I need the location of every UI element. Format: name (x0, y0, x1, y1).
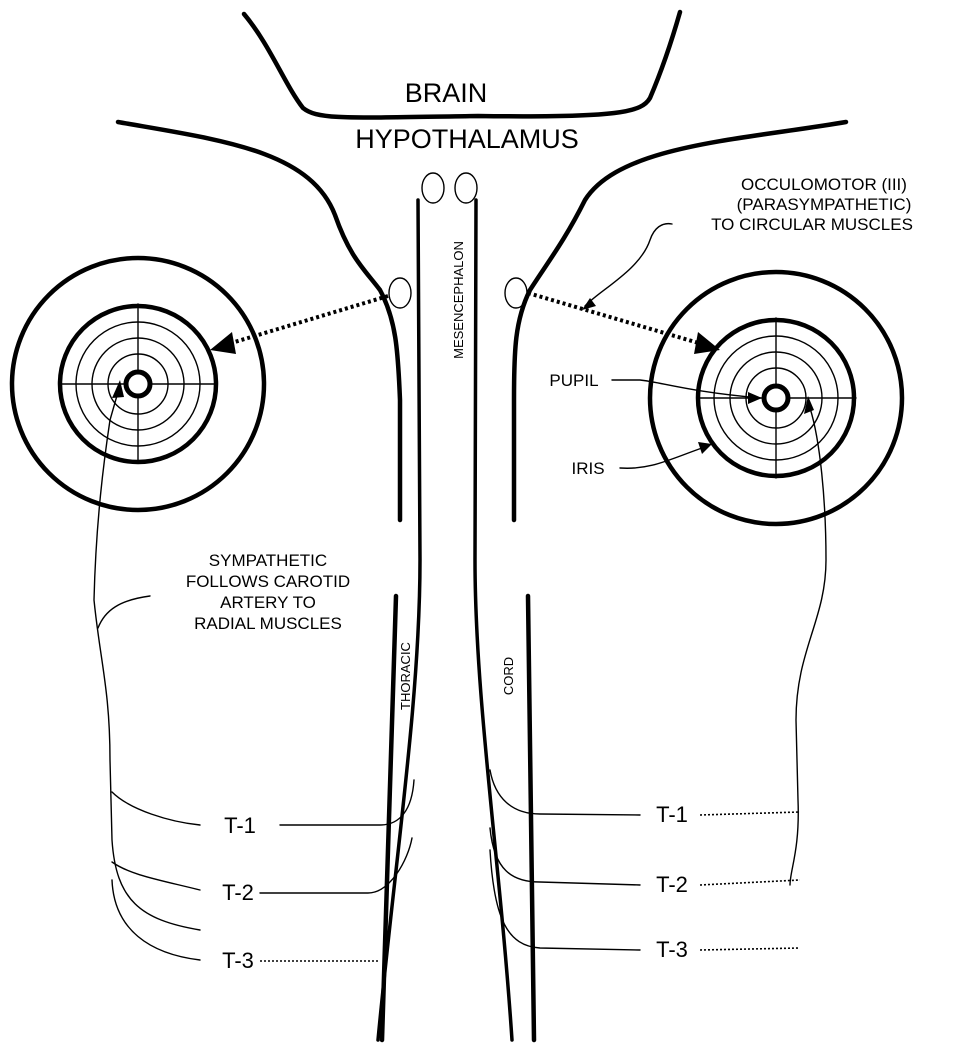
cord-right-line (528, 596, 534, 1040)
thoracic-label: THORACIC (398, 642, 413, 710)
segment-curve-right-t3 (490, 850, 640, 950)
segment-curve-left-t2 (112, 862, 200, 890)
sympathetic-leader (98, 596, 150, 628)
iris-leader-arrowhead (698, 442, 712, 454)
segment-line-left-t1 (280, 780, 414, 825)
segment-curve-right-t2 (490, 828, 640, 885)
pupil-leader-arrowhead (748, 392, 762, 404)
left-eye (12, 258, 264, 510)
segment-line-right-t3 (700, 948, 800, 950)
sympathetic-label-line-4: RADIAL MUSCLES (194, 614, 342, 633)
sympathetic-arrowhead-left (112, 380, 124, 398)
pupil-label: PUPIL (549, 371, 598, 390)
sympathetic-label-line-2: FOLLOWS CAROTID (186, 572, 350, 591)
mesencephalon-label: MESENCEPHALON (451, 241, 466, 359)
segment-line-right-t2 (700, 880, 800, 885)
occulomotor-label-line-1: OCCULOMOTOR (III) (741, 175, 907, 194)
occulomotor-leader (585, 224, 672, 306)
segment-line-right-t1 (700, 812, 800, 815)
occulomotor-label-line-3: TO CIRCULAR MUSCLES (711, 215, 913, 234)
segment-label-right-t3: T-3 (656, 937, 688, 962)
nucleus-oval-right-top (455, 173, 477, 203)
segment-curve-left-t1 (112, 792, 200, 825)
nucleus-oval-right (505, 278, 527, 308)
iris-label: IRIS (571, 459, 604, 478)
segment-label-left-t3: T-3 (222, 948, 254, 973)
right-eye (650, 272, 902, 524)
nucleus-oval-left (389, 278, 411, 308)
segment-label-left-t1: T-1 (224, 813, 256, 838)
parasympathetic-arrow-left (228, 296, 388, 344)
nucleus-oval-left-top (422, 173, 444, 203)
hypothalamus-label: HYPOTHALAMUS (355, 124, 579, 154)
sympathetic-label-line-1: SYMPATHETIC (209, 551, 327, 570)
segment-label-right-t1: T-1 (656, 802, 688, 827)
segment-label-left-t2: T-2 (222, 880, 254, 905)
right-pupil (764, 386, 788, 410)
left-pupil (126, 372, 150, 396)
segment-curve-right-t1 (490, 770, 640, 815)
pupil-leader (612, 380, 760, 398)
segment-label-right-t2: T-2 (656, 872, 688, 897)
sympathetic-path-left (94, 392, 200, 930)
brain-label: BRAIN (405, 78, 488, 108)
sympathetic-path-right (790, 408, 826, 885)
occulomotor-leader-arrowhead (582, 298, 596, 310)
sympathetic-label-line-3: ARTERY TO (220, 593, 316, 612)
parasympathetic-arrowhead-left (210, 332, 236, 354)
occulomotor-label-line-2: (PARASYMPATHETIC) (737, 195, 912, 214)
brainstem-right-line (475, 200, 512, 1040)
cord-left-line (382, 596, 396, 1040)
cord-label: CORD (501, 657, 516, 695)
